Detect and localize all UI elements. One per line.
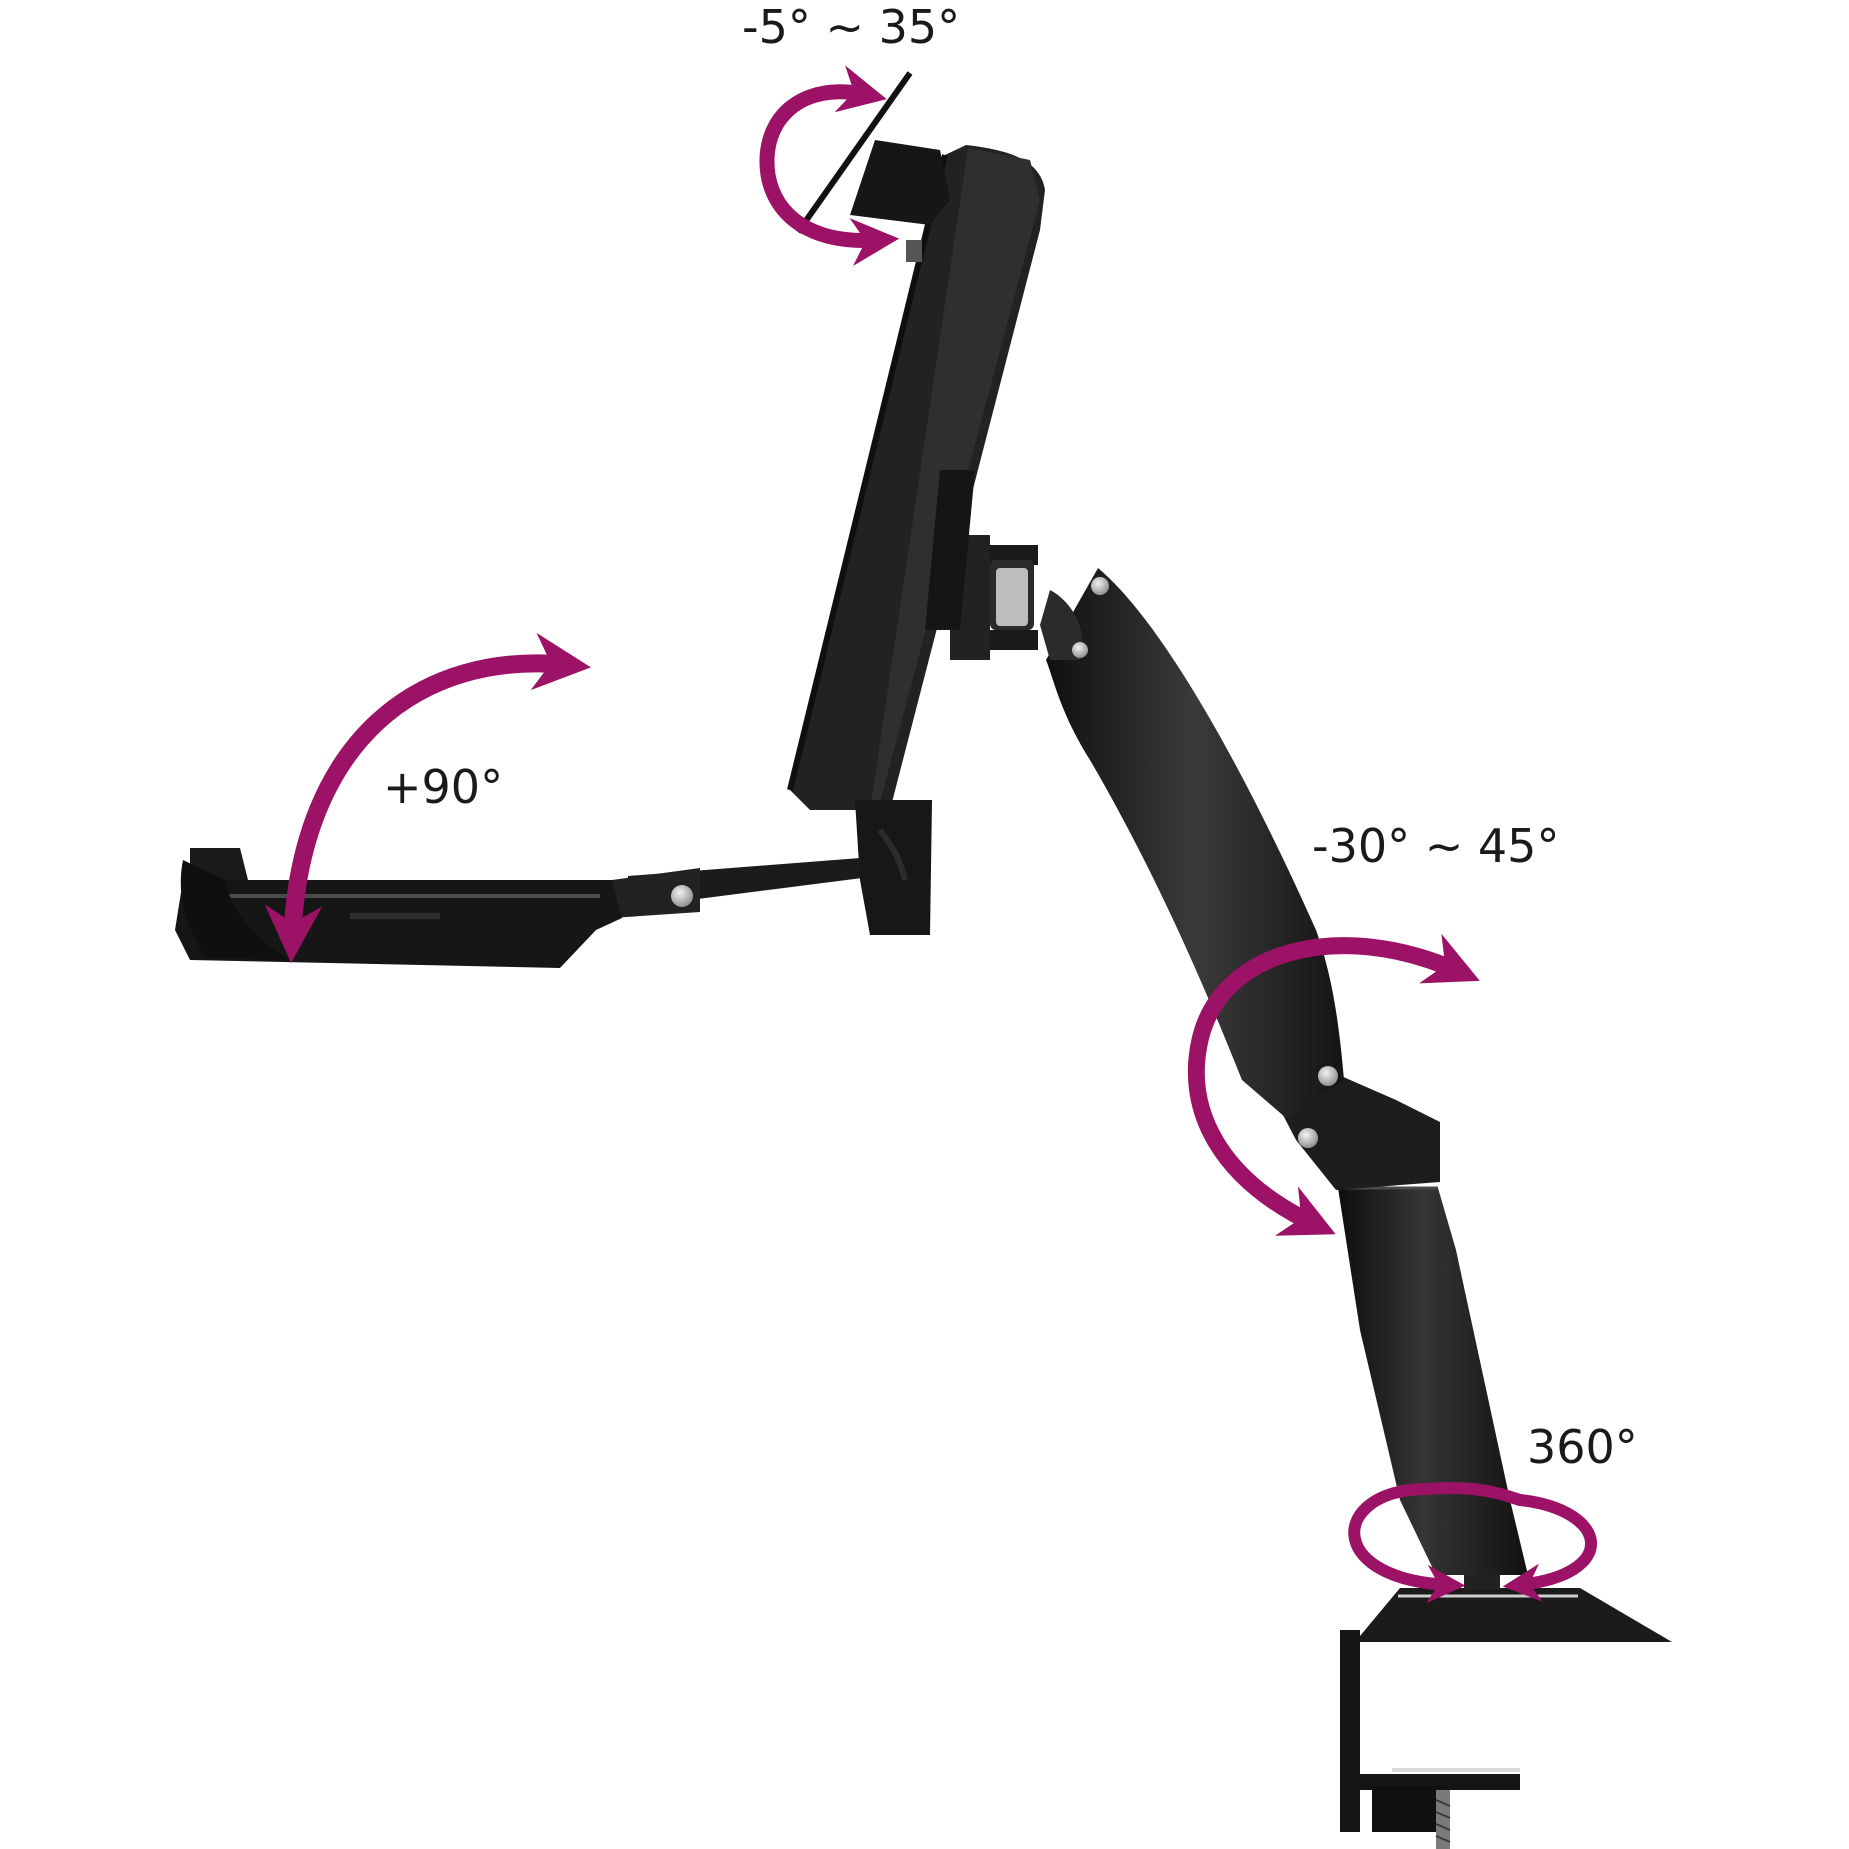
pole xyxy=(1338,1186,1528,1590)
arm-front-link xyxy=(1040,590,1083,660)
monitor-bottom-clip xyxy=(855,800,932,935)
tray-front-curve xyxy=(180,860,290,960)
desk-clamp xyxy=(1340,1588,1672,1849)
arm-bolt-elbow-upper xyxy=(1318,1066,1338,1086)
monitor-top-mount xyxy=(850,140,950,225)
monitor xyxy=(787,71,1045,935)
arm-bolt-top xyxy=(1091,577,1109,595)
hinge-pin xyxy=(996,568,1028,626)
clamp-upright xyxy=(1340,1630,1360,1832)
clamp-lower-block xyxy=(1372,1786,1448,1832)
monitor-clip-hook xyxy=(877,828,908,881)
hinge-bracket-bottom xyxy=(990,630,1038,650)
base-swivel-label: 360° xyxy=(1527,1420,1638,1474)
arm-tilt-arrow xyxy=(1187,933,1480,1236)
pole-collar xyxy=(1464,1575,1500,1590)
arm-bolt-front xyxy=(1072,642,1088,658)
arm-upper-beam xyxy=(1046,568,1344,1118)
tray-tilt-arrow xyxy=(264,632,591,964)
rotation-arrows xyxy=(264,65,1597,1604)
monitor-rear-mount xyxy=(925,470,975,630)
monitor-tilt-arrow xyxy=(759,65,900,266)
base-swivel-arrow xyxy=(1348,1482,1597,1604)
monitor-tilt-label: -5° ~ 35° xyxy=(742,0,960,54)
clamp-screw-thread xyxy=(1435,1799,1451,1843)
arm-tilt-label: -30° ~ 45° xyxy=(1312,819,1559,873)
pole-column xyxy=(1338,1188,1528,1575)
keyboard-tray xyxy=(175,848,862,968)
keyboard-tilt-label: +90° xyxy=(383,760,503,814)
monitor-top-screw xyxy=(906,240,922,262)
tray-bolt xyxy=(671,885,693,907)
arm-bolt-elbow-lower xyxy=(1298,1128,1318,1148)
